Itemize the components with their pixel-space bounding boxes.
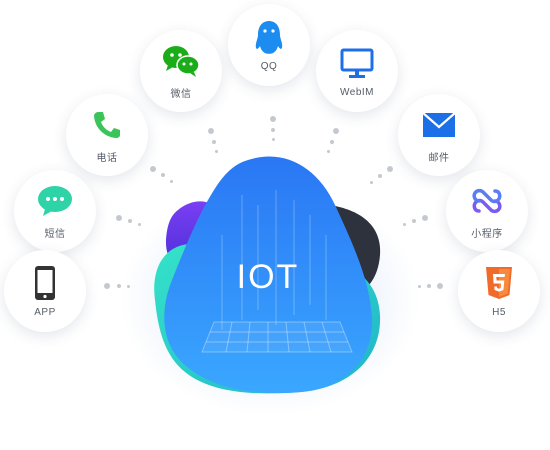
channel-node-miniprogram[interactable]: 小程序 [446, 170, 528, 252]
chat-bubble-icon [36, 182, 74, 220]
channel-label-webim: WebIM [340, 87, 374, 98]
channel-label-qq: QQ [260, 61, 278, 72]
channel-node-app[interactable]: APP [4, 250, 86, 332]
grid-platform [201, 321, 353, 353]
channel-node-h5[interactable]: H5 [458, 250, 540, 332]
channel-node-webim[interactable]: WebIM [316, 30, 398, 112]
channel-node-qq[interactable]: QQ [228, 4, 310, 86]
monitor-icon [338, 44, 376, 82]
channel-label-sms: 短信 [44, 229, 66, 240]
channel-label-app: APP [34, 307, 56, 318]
wechat-icon [162, 42, 200, 80]
mail-icon [420, 106, 458, 144]
channel-node-sms[interactable]: 短信 [14, 170, 96, 252]
channel-label-h5: H5 [492, 307, 506, 318]
blob-main-layer [164, 156, 373, 394]
channel-label-phone: 电话 [96, 153, 118, 164]
qq-penguin-icon [250, 18, 288, 56]
channel-node-phone[interactable]: 电话 [66, 94, 148, 176]
channel-label-miniprogram: 小程序 [471, 229, 503, 240]
phone-icon [88, 106, 126, 144]
circuit-lines [221, 190, 327, 330]
channel-label-wechat: 微信 [170, 89, 192, 100]
smartphone-icon [26, 264, 64, 302]
channel-label-email: 邮件 [428, 153, 450, 164]
mini-program-icon [468, 182, 506, 220]
channel-node-email[interactable]: 邮件 [398, 94, 480, 176]
iot-center-label: IOT [236, 258, 300, 296]
html5-icon [480, 264, 518, 302]
channel-node-wechat[interactable]: 微信 [140, 30, 222, 112]
